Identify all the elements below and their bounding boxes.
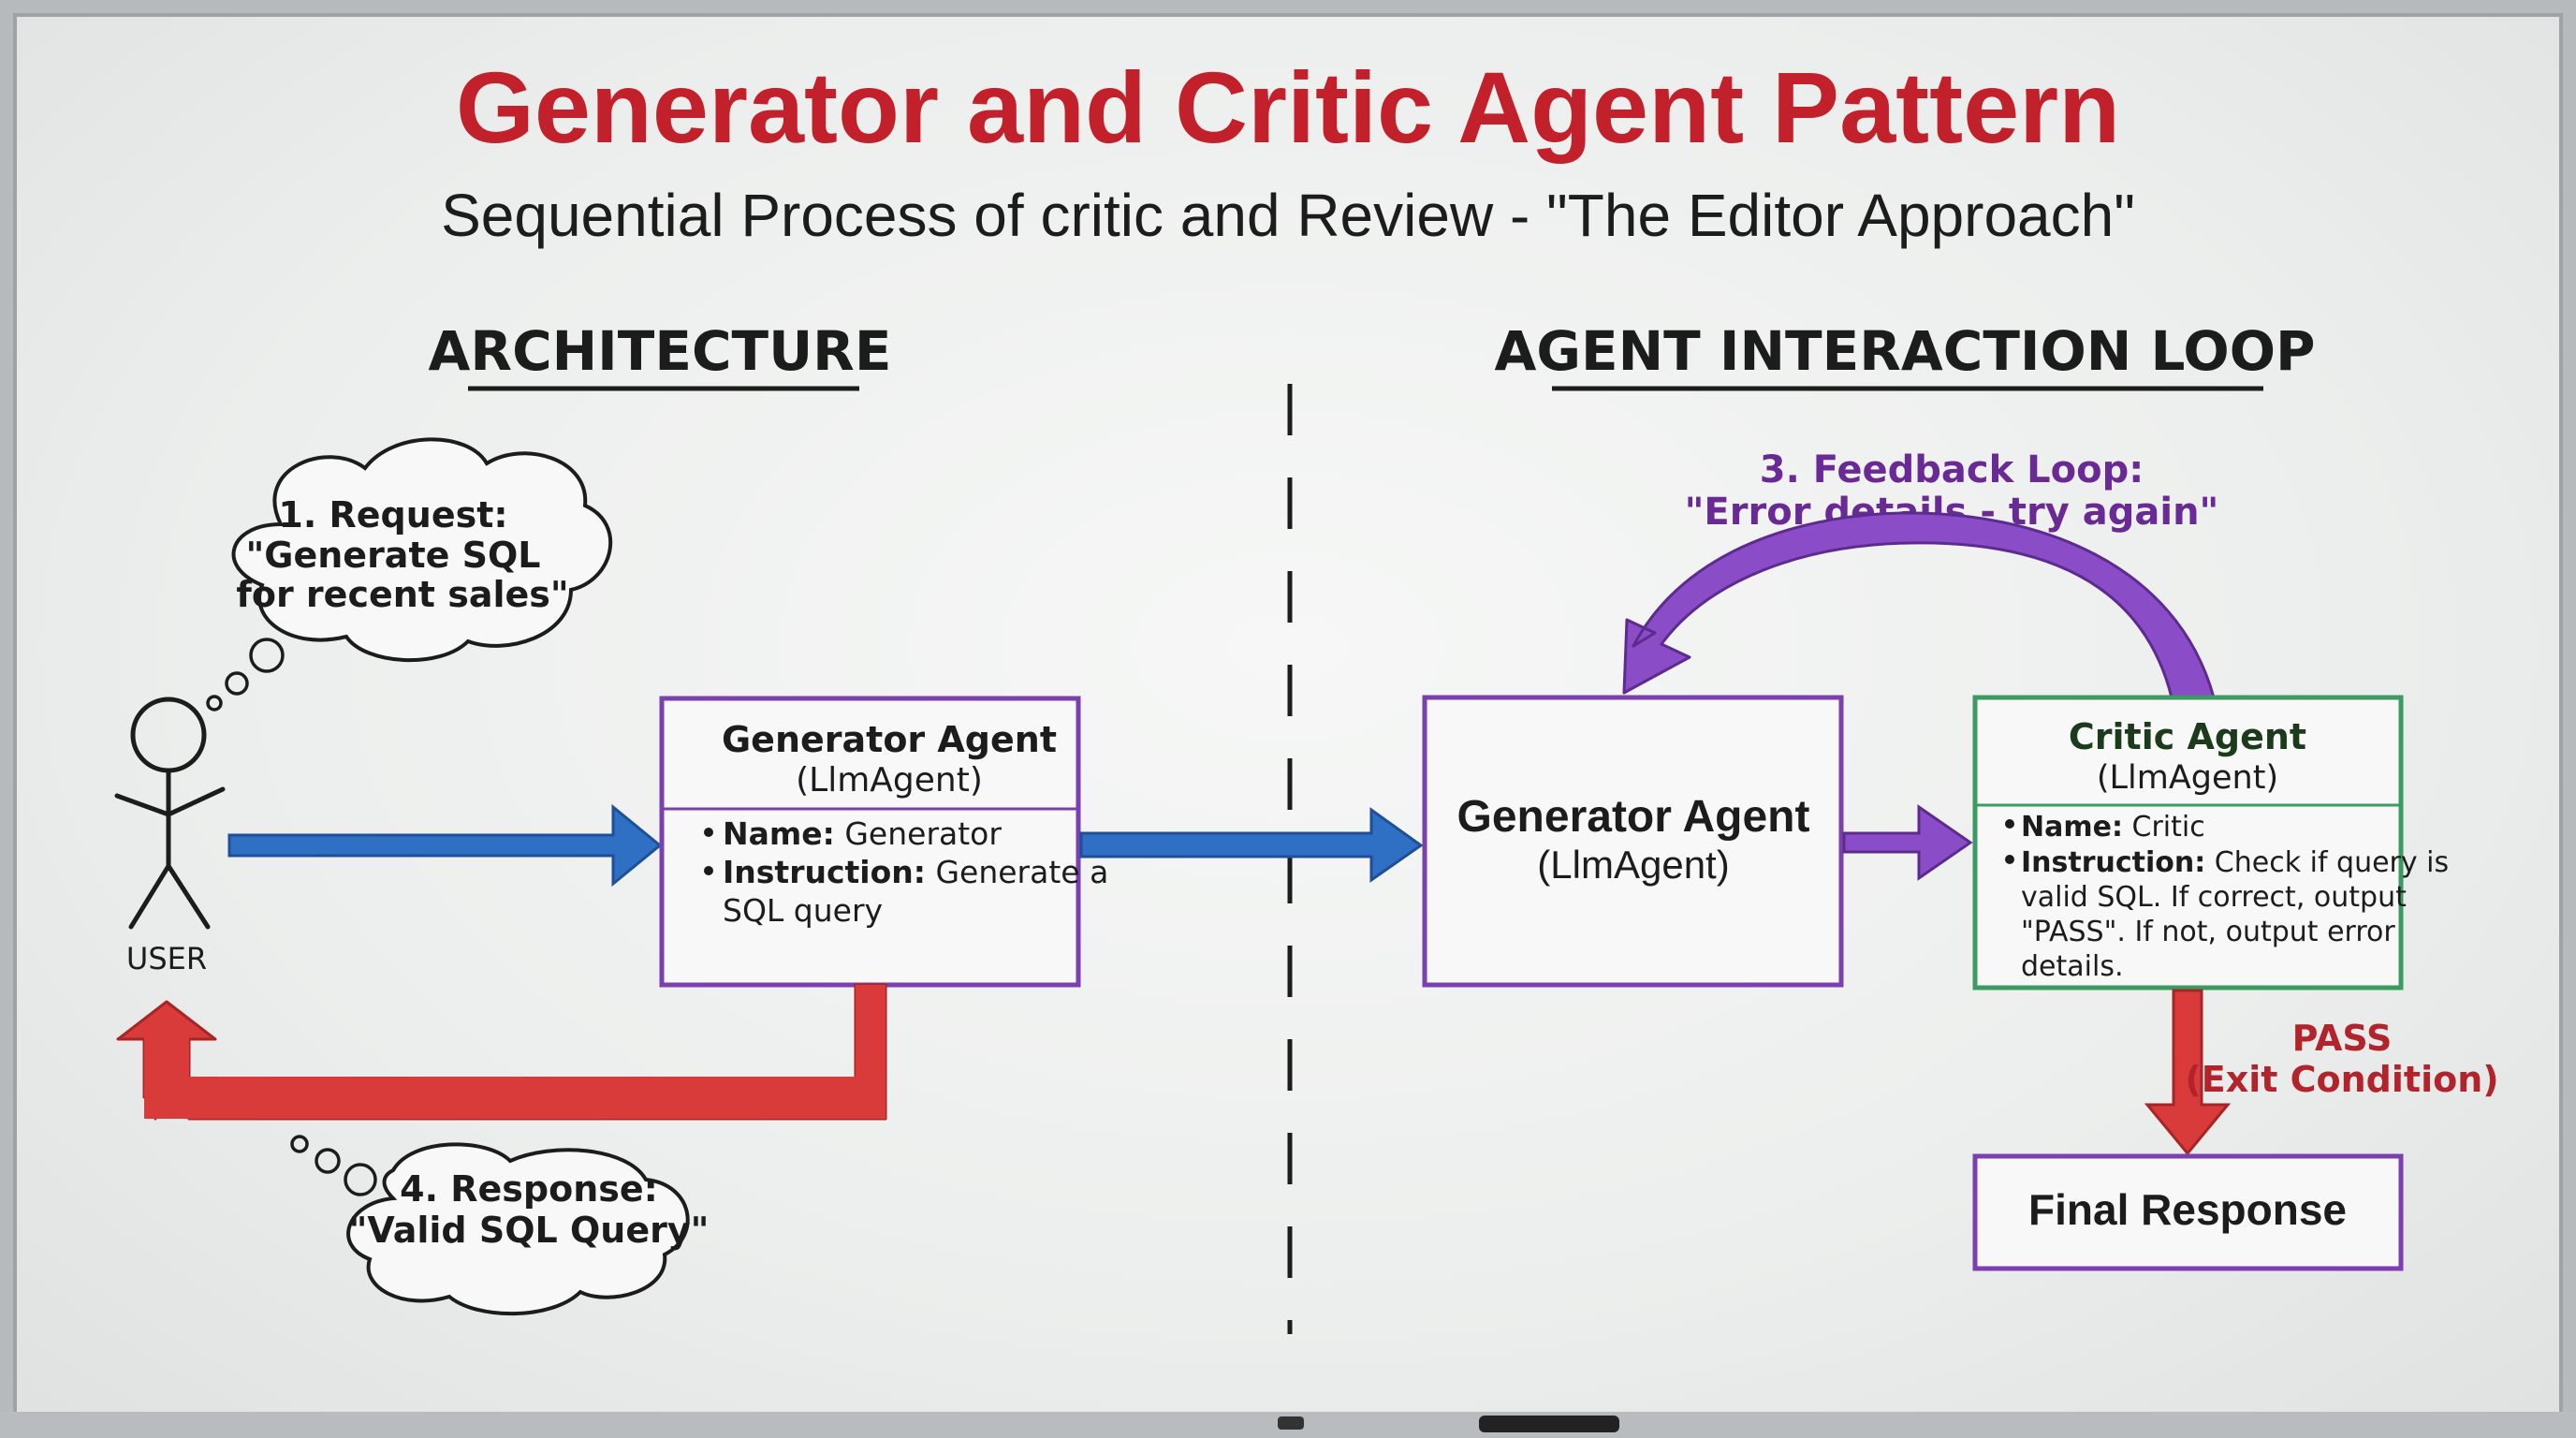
bullet-icon (704, 866, 713, 875)
pass-arrow (2144, 989, 2232, 1156)
loop-generator-title: Generator Agent (1457, 792, 1810, 842)
feedback-arrow (1622, 511, 2216, 699)
response-line-2: "Valid SQL Query" (349, 1210, 710, 1251)
arch-generator-type: (LlmAgent) (796, 761, 983, 800)
architecture-generator-box: Generator Agent (LlmAgent) Name: Generat… (659, 696, 1108, 988)
user-stick-figure (114, 697, 226, 930)
marker-cap (1278, 1416, 1304, 1430)
response-arrow-riser (856, 985, 886, 1119)
page-subtitle: Sequential Process of critic and Review … (441, 182, 2135, 249)
final-response-label: Final Response (2028, 1185, 2347, 1234)
bullet-icon (2005, 855, 2014, 864)
pass-label: PASS (2292, 1018, 2393, 1059)
critic-type: (LlmAgent) (2097, 759, 2278, 797)
request-cloud: 1. Request: "Generate SQL for recent sal… (206, 437, 613, 712)
loop-generator-type: (LlmAgent) (1537, 843, 1729, 887)
arch-generator-instruction-cont: SQL query (723, 892, 883, 929)
exit-condition-label: (Exit Condition) (2185, 1059, 2498, 1100)
response-line-1: 4. Response: (400, 1168, 658, 1210)
arch-generator-instruction-line: Instruction: Generate a (723, 854, 1108, 890)
critic-instruction-cont-3: details. (2021, 950, 2123, 983)
request-line-1: 1. Request: (278, 494, 507, 536)
user-label: USER (126, 941, 207, 976)
page-title: Generator and Critic Agent Pattern (456, 51, 2120, 164)
critic-name-key: Name: (2021, 811, 2123, 844)
request-line-2: "Generate SQL (245, 535, 540, 576)
handoff-arrow (1079, 807, 1424, 883)
arch-generator-title: Generator Agent (722, 719, 1057, 760)
response-arrow-up (144, 1037, 189, 1119)
critic-instruction-cont-2: "PASS". If not, output error (2021, 916, 2395, 948)
arch-generator-instruction-value: Generate a (926, 854, 1108, 890)
critic-title: Critic Agent (2069, 716, 2306, 757)
loop-heading: AGENT INTERACTION LOOP (1494, 319, 2315, 383)
final-response-box: Final Response (1972, 1153, 2404, 1271)
critic-name-value: Critic (2123, 811, 2205, 844)
loop-generator-box: Generator Agent (LlmAgent) (1422, 695, 1844, 988)
response-cloud: 4. Response: "Valid SQL Query" (290, 1135, 710, 1316)
arch-generator-instruction-key: Instruction: (723, 854, 926, 890)
generator-to-critic-arrow (1842, 804, 1973, 881)
critic-instruction-value: Check if query is (2205, 846, 2449, 879)
critic-instruction-line: Instruction: Check if query is (2021, 846, 2449, 879)
feedback-label-1: 3. Feedback Loop: (1760, 448, 2144, 492)
bullet-icon (704, 828, 713, 837)
critic-instruction-cont-1: valid SQL. If correct, output (2021, 881, 2407, 914)
critic-instruction-key: Instruction: (2021, 846, 2205, 879)
arch-generator-name-key: Name: (723, 815, 835, 852)
architecture-heading: ARCHITECTURE (429, 319, 892, 383)
request-line-3: for recent sales" (236, 574, 568, 615)
response-arrow-shaft (155, 1077, 886, 1119)
request-arrow (227, 803, 663, 888)
critic-box: Critic Agent (LlmAgent) Name: Critic Ins… (1972, 695, 2449, 990)
marker (1479, 1416, 1619, 1432)
critic-name-line: Name: Critic (2021, 811, 2205, 844)
arch-generator-name-value: Generator (835, 815, 1003, 852)
user-head (130, 697, 207, 773)
bullet-icon (2005, 819, 2014, 829)
arch-generator-name-line: Name: Generator (723, 815, 1002, 852)
